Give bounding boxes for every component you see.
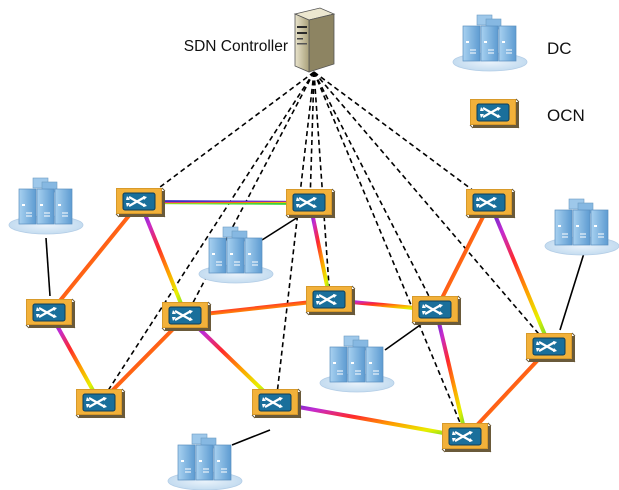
optical-switch-icon[interactable] <box>284 187 337 220</box>
optical-switch-icon[interactable] <box>524 331 577 364</box>
dc-link <box>559 249 586 331</box>
datacenter-cluster-icon[interactable] <box>198 226 274 284</box>
datacenter-cluster-icon <box>452 14 528 72</box>
control-link <box>313 71 331 301</box>
optical-link <box>308 201 332 302</box>
datacenter-cluster-icon[interactable] <box>167 433 243 490</box>
control-link <box>313 71 467 438</box>
optical-link <box>138 200 188 318</box>
control-link <box>313 71 437 311</box>
server-tower-icon <box>293 7 336 73</box>
optical-switch-icon[interactable] <box>250 387 303 420</box>
dc-link <box>45 237 51 297</box>
legend: DC OCN <box>452 14 585 130</box>
legend-ocn-label: OCN <box>547 106 585 125</box>
dc-link <box>231 429 271 446</box>
control-link <box>313 71 491 204</box>
optical-switch-icon[interactable] <box>410 294 463 327</box>
optical-switch-icon[interactable] <box>160 300 213 333</box>
optical-link <box>48 200 142 315</box>
legend-dc-label: DC <box>547 39 572 58</box>
optical-link <box>138 200 312 205</box>
optical-switch-icon[interactable] <box>114 186 167 219</box>
sdn-controller[interactable]: SDN Controller <box>184 7 336 73</box>
optical-switch-icon[interactable] <box>24 297 77 330</box>
datacenter-cluster-icon[interactable] <box>319 335 395 393</box>
legend-dc-item: DC <box>452 14 572 72</box>
control-link <box>309 71 315 204</box>
optical-switch-icon[interactable] <box>74 387 127 420</box>
controller-label: SDN Controller <box>184 38 288 55</box>
optical-link <box>434 201 492 312</box>
datacenter-cluster-icon[interactable] <box>8 177 84 235</box>
control-links <box>99 71 551 438</box>
optical-link <box>434 308 468 439</box>
datacenter-cluster-icon[interactable] <box>544 198 619 256</box>
optical-link <box>274 401 468 439</box>
control-link <box>99 71 315 404</box>
optical-link <box>488 201 552 349</box>
control-link <box>275 71 315 404</box>
optical-switch-icon[interactable] <box>440 421 493 454</box>
legend-ocn-item: OCN <box>468 97 585 130</box>
control-link <box>313 71 551 348</box>
optical-switch-icon <box>468 97 521 130</box>
optical-switch-icon[interactable] <box>464 187 517 220</box>
optical-switches <box>24 186 577 454</box>
optical-switch-icon[interactable] <box>304 284 357 317</box>
control-link <box>139 71 315 203</box>
